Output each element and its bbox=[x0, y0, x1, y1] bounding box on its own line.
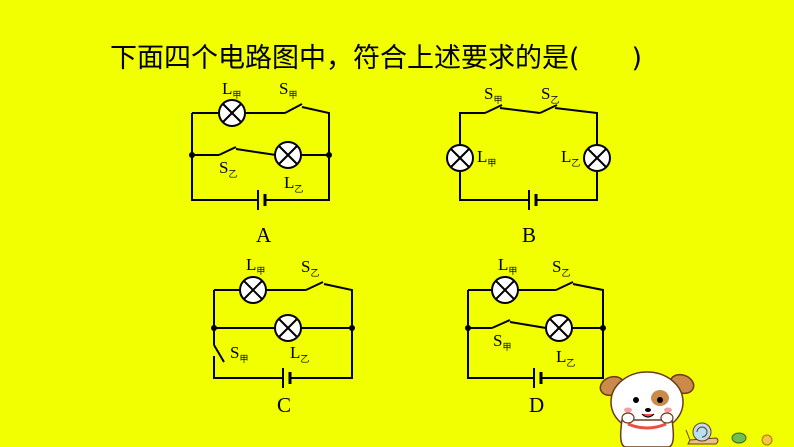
label-l-jia: L甲 bbox=[498, 255, 517, 277]
label-l-jia: L甲 bbox=[246, 255, 265, 277]
question-close-paren: ) bbox=[631, 43, 643, 74]
junction-node bbox=[600, 325, 606, 331]
circuit-a: L甲 S甲 S乙 L乙 A bbox=[189, 79, 332, 247]
label-s-yi: S乙 bbox=[541, 84, 559, 106]
circuit-d: L甲 S乙 S甲 L乙 D bbox=[465, 255, 606, 417]
option-c-label: C bbox=[277, 393, 291, 417]
leaf-decoration bbox=[731, 432, 773, 446]
label-l-yi: L乙 bbox=[290, 343, 309, 365]
question-text: 下面四个电路图中，符合上述要求的是() bbox=[110, 36, 642, 75]
option-a-label: A bbox=[256, 223, 272, 247]
lamp-icon bbox=[583, 144, 611, 172]
label-l-jia: L甲 bbox=[222, 79, 241, 101]
battery-icon bbox=[257, 190, 267, 210]
junction-node bbox=[211, 325, 217, 331]
label-s-yi: S乙 bbox=[552, 257, 570, 279]
junction-node bbox=[326, 152, 332, 158]
option-d-label: D bbox=[529, 393, 544, 417]
question-body: 下面四个电路图中，符合上述要求的是( bbox=[110, 43, 580, 74]
label-l-jia: L甲 bbox=[477, 147, 496, 169]
label-s-jia: S甲 bbox=[230, 343, 248, 365]
label-s-jia: S甲 bbox=[484, 84, 502, 106]
label-s-yi: S乙 bbox=[219, 158, 237, 180]
lamp-icon bbox=[239, 276, 267, 304]
battery-icon bbox=[528, 190, 538, 210]
junction-node bbox=[189, 152, 195, 158]
circuit-c: L甲 S乙 S甲 L乙 C bbox=[211, 255, 355, 417]
label-s-jia: S甲 bbox=[279, 79, 297, 101]
snail-icon bbox=[685, 422, 719, 445]
junction-node bbox=[349, 325, 355, 331]
battery-icon bbox=[533, 368, 543, 388]
label-l-yi: L乙 bbox=[561, 147, 580, 169]
lamp-icon bbox=[274, 141, 302, 169]
lamp-icon bbox=[446, 144, 474, 172]
lamp-icon bbox=[545, 314, 573, 342]
option-b-label: B bbox=[522, 223, 536, 247]
lamp-icon bbox=[491, 276, 519, 304]
puppy-cartoon bbox=[599, 371, 695, 447]
lamp-icon bbox=[274, 314, 302, 342]
label-l-yi: L乙 bbox=[556, 347, 575, 369]
battery-icon bbox=[282, 368, 292, 388]
lamp-icon bbox=[218, 99, 246, 127]
label-l-yi: L乙 bbox=[284, 173, 303, 195]
label-s-jia: S甲 bbox=[493, 331, 511, 353]
circuit-b: S甲 S乙 L甲 L乙 B bbox=[446, 84, 611, 247]
label-s-yi: S乙 bbox=[301, 257, 319, 279]
junction-node bbox=[465, 325, 471, 331]
